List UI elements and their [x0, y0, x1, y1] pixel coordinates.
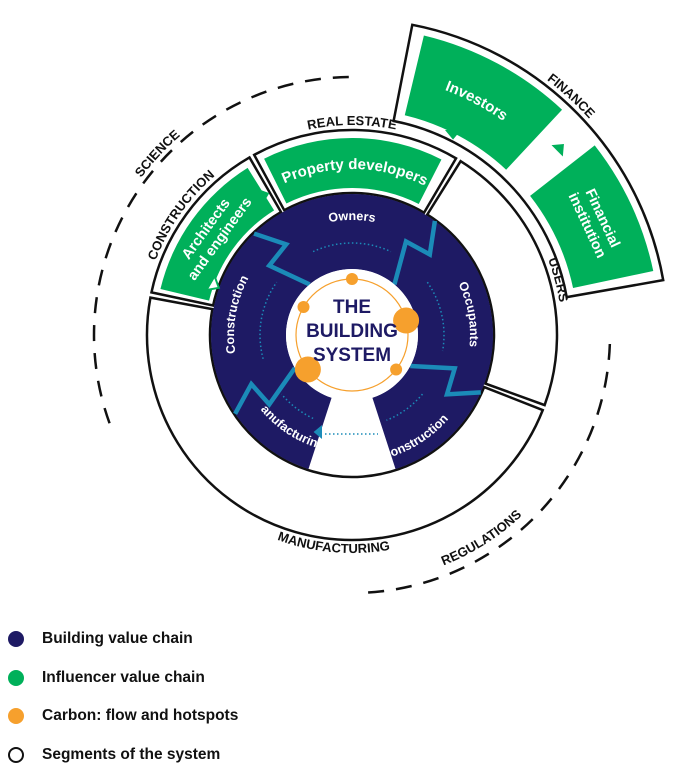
value-chain-divider: [253, 231, 311, 287]
carbon-hotspot: [390, 363, 403, 376]
legend-item-carbon: Carbon: flow and hotspots: [8, 697, 238, 736]
segment-label-real-estate: REAL ESTATE: [306, 113, 399, 133]
flow-dotted-arc: [280, 393, 314, 420]
value-chain-divider: [410, 363, 481, 397]
legend-label: Carbon: flow and hotspots: [42, 707, 239, 725]
carbon-hotspot: [297, 301, 310, 313]
flow-arrow-manufacturing: [313, 425, 322, 439]
legend-dot-building-icon: [8, 631, 24, 648]
influence-arrow-financial: [551, 144, 564, 157]
value-chain-divider: [233, 366, 297, 415]
building-value-chain-ring[interactable]: [211, 194, 494, 470]
value-chain-dividers: [233, 220, 481, 415]
legend-item-influencer: Influencer value chain: [8, 659, 238, 698]
flow-dotted-arc: [312, 242, 392, 253]
influencer-property-developers[interactable]: [264, 137, 442, 205]
influencer-financial-institution[interactable]: [530, 145, 654, 289]
influence-arrow-architects: [204, 273, 221, 292]
legend-dot-carbon-icon: [8, 708, 24, 725]
carbon-hotspots: [294, 273, 420, 383]
center-title-line-2: BUILDING: [306, 321, 398, 342]
segment-manufacturing[interactable]: [145, 296, 545, 542]
chain-label-owners: Owners: [327, 209, 376, 225]
influence-arrow-property: [257, 188, 270, 204]
legend-dot-influencer-icon: [8, 669, 24, 686]
legend-label: Segments of the system: [42, 745, 221, 763]
carbon-hotspot: [393, 307, 420, 334]
legend-dot-segments-icon: [8, 746, 24, 763]
influencer-architects-engineers[interactable]: [160, 167, 275, 301]
carbon-hotspot: [346, 273, 358, 285]
factor-label-science: SCIENCE: [132, 126, 183, 179]
legend-item-segments: Segments of the system: [8, 736, 238, 775]
segment-users[interactable]: [425, 159, 559, 407]
science-dashed-arc: [92, 75, 353, 424]
flow-arrows: [259, 242, 445, 435]
influence-arrow-investors: [445, 130, 461, 140]
influencer-investors[interactable]: [404, 35, 563, 170]
flow-dotted-arc: [259, 281, 278, 360]
carbon-hotspot: [294, 356, 321, 383]
legend-item-building: Building value chain: [8, 620, 238, 659]
center-title-line-3: SYSTEM: [313, 345, 391, 366]
legend: Building value chain Influencer value ch…: [8, 620, 238, 774]
value-chain-divider: [392, 220, 438, 286]
legend-label: Influencer value chain: [42, 668, 205, 686]
center-title-line-1: THE: [333, 297, 371, 318]
flow-dotted-arc: [426, 281, 445, 352]
legend-label: Building value chain: [42, 630, 193, 648]
building-system-diagram: THE BUILDING SYSTEM Owners Occupants Dec…: [92, 23, 665, 595]
